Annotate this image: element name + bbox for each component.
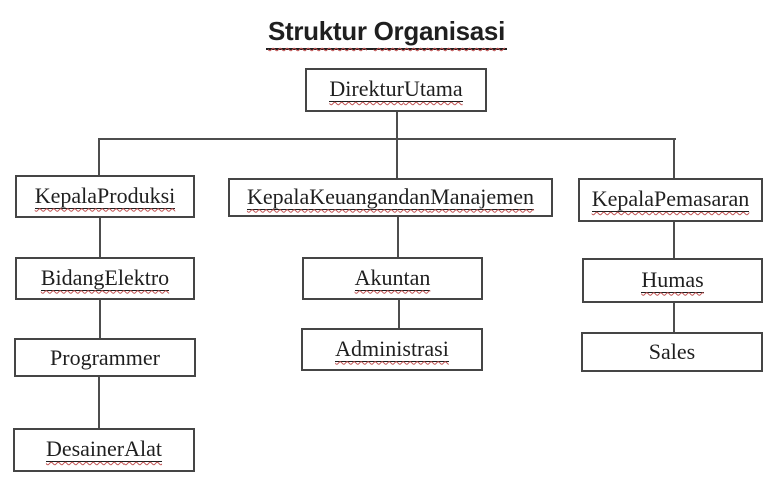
connector-produksi-elektro — [99, 218, 101, 257]
label-word: dan — [398, 183, 431, 210]
org-box-kepala-keuangan: Kepala Keuangan dan Manajemen — [228, 178, 553, 217]
org-box-administrasi: Administrasi — [301, 328, 483, 371]
label-word: Akuntan — [354, 264, 431, 291]
connector-drop-pemasaran — [673, 138, 675, 178]
label-word: Bidang — [40, 264, 105, 291]
label-word: Administrasi — [335, 335, 449, 362]
connector-programmer-desainer — [98, 377, 100, 428]
connector-drop-produksi — [98, 138, 100, 175]
connector-akuntan-administrasi — [398, 300, 400, 332]
label-word: Alat — [124, 436, 163, 462]
org-box-kepala-produksi: Kepala Produksi — [15, 175, 195, 218]
label-word: Desainer — [45, 436, 125, 462]
label-word: Humas — [641, 266, 704, 293]
label-word: Programmer — [50, 344, 160, 370]
label-word: Kepala — [591, 186, 654, 212]
label-word: Kepala — [34, 182, 98, 209]
connector-direktur-down — [396, 112, 398, 178]
org-box-direktur-utama: Direktur Utama — [305, 68, 487, 112]
label-word: Keuangan — [309, 183, 399, 210]
connector-humas-sales — [673, 303, 675, 336]
label-word: Manajemen — [430, 183, 535, 210]
connector-pemasaran-humas — [673, 222, 675, 258]
org-box-kepala-pemasaran: Kepala Pemasaran — [578, 178, 763, 222]
label-word: Organisasi — [373, 16, 506, 46]
label-word: Direktur — [329, 76, 404, 102]
page-title: Struktur Organisasi — [265, 16, 508, 50]
org-box-humas: Humas — [582, 258, 763, 303]
org-box-akuntan: Akuntan — [302, 257, 483, 300]
label-word: Elektro — [104, 264, 170, 291]
label-word: Utama — [403, 76, 463, 102]
label-word: Struktur — [267, 16, 367, 46]
title-row: Struktur Organisasi — [0, 16, 773, 50]
label-word: Kepala — [246, 183, 310, 210]
connector-keuangan-akuntan — [397, 217, 399, 257]
connector-elektro-programmer — [99, 300, 101, 338]
connector-branch-horizontal — [98, 138, 676, 140]
org-box-bidang-elektro: Bidang Elektro — [15, 257, 195, 300]
label-word: Produksi — [97, 182, 176, 209]
label-word: Pemasaran — [654, 186, 750, 212]
org-box-desainer-alat: Desainer Alat — [13, 428, 195, 472]
org-box-sales: Sales — [581, 332, 763, 372]
org-box-programmer: Programmer — [14, 338, 196, 377]
label-word: Sales — [648, 339, 696, 364]
